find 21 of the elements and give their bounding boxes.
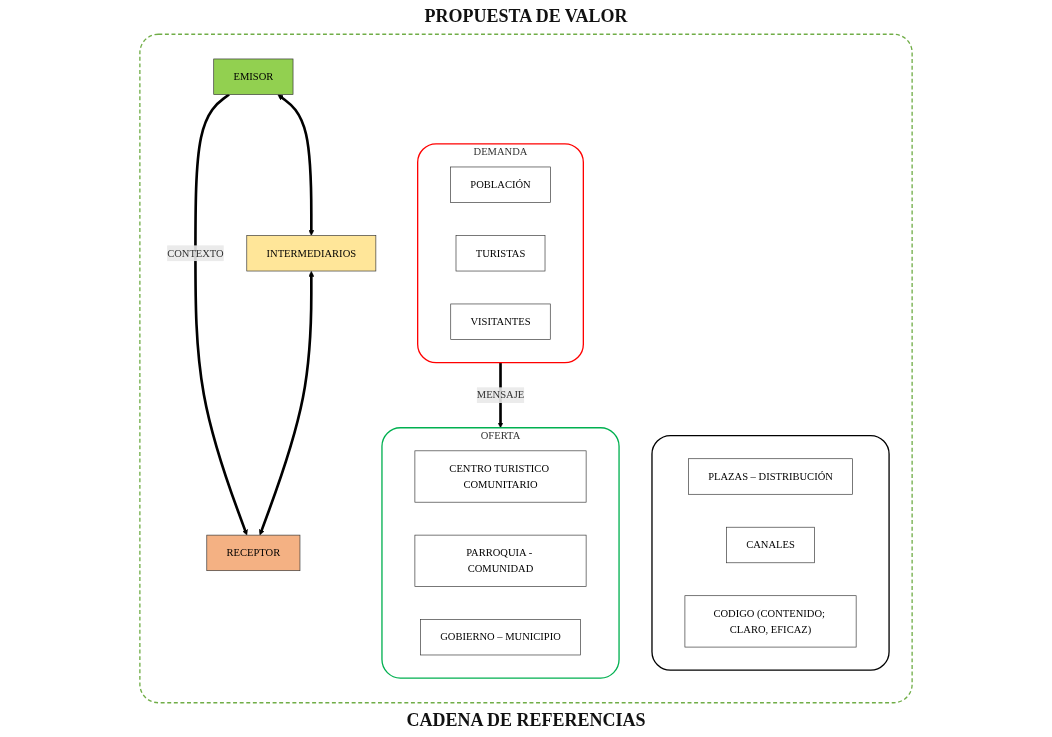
- arrow: [259, 271, 315, 536]
- node-box: INTERMEDIARIOS: [246, 235, 377, 272]
- diagram-label: PROPUESTA DE VALOR: [424, 6, 628, 27]
- node-box: CANALES: [726, 526, 815, 564]
- node-box: EMISOR: [213, 58, 294, 95]
- edge-label: CONTEXTO: [167, 247, 224, 259]
- cluster: [651, 435, 890, 671]
- node-box: VISITANTES: [450, 303, 551, 340]
- node-box: RECEPTOR: [206, 534, 301, 572]
- node-box: CENTRO TURISTICO COMUNITARIO: [414, 450, 587, 503]
- node-box: PLAZAS – DISTRIBUCIÓN: [688, 458, 853, 495]
- diagram-label: CADENA DE REFERENCIAS: [406, 710, 646, 731]
- arrow: [277, 94, 315, 236]
- node-box: PARROQUIA - COMUNIDAD: [414, 534, 587, 587]
- node-box: TURISTAS: [455, 235, 546, 272]
- edge-label: MENSAJE: [476, 389, 525, 401]
- node-box: GOBIERNO – MUNICIPIO: [420, 619, 581, 656]
- node-box: CODIGO (CONTENIDO; CLARO, EFICAZ): [684, 595, 857, 648]
- node-box: POBLACIÓN: [450, 166, 551, 203]
- arrow: [194, 93, 248, 536]
- cluster: [139, 33, 913, 704]
